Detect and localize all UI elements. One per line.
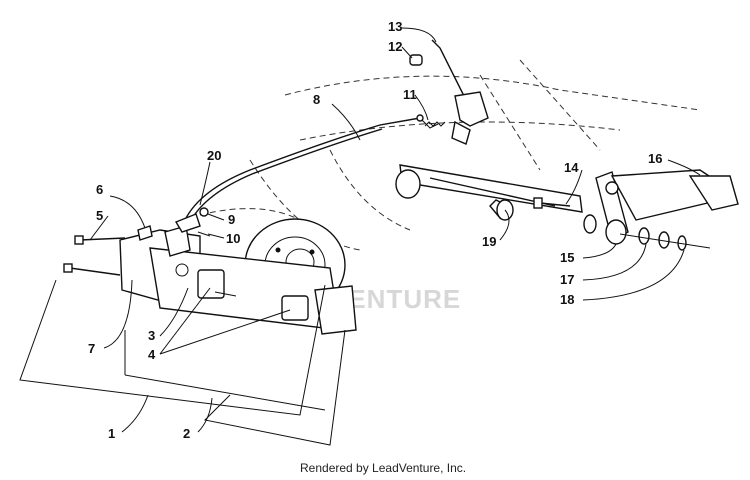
- leader-lines: [19, 27, 701, 446]
- callout-9: 9: [228, 212, 235, 227]
- caliper-bolts: [63, 225, 153, 276]
- callout-20: 20: [207, 148, 221, 163]
- pedal-shaft: [395, 164, 583, 221]
- callout-1: 1: [108, 426, 115, 441]
- callout-7: 7: [88, 341, 95, 356]
- caliper-assembly: [119, 225, 357, 335]
- callout-5: 5: [96, 208, 103, 223]
- callout-17: 17: [560, 272, 574, 287]
- callout-4: 4: [148, 347, 156, 362]
- render-credit: Rendered by LeadVenture, Inc.: [300, 461, 466, 475]
- callout-15: 15: [560, 250, 574, 265]
- callout-18: 18: [560, 292, 574, 307]
- callout-14: 14: [564, 160, 579, 175]
- brake-pedal: [595, 169, 739, 245]
- callout-12: 12: [388, 39, 402, 54]
- callout-13: 13: [388, 19, 402, 34]
- parking-lever: [409, 39, 489, 145]
- washers: [583, 214, 711, 251]
- return-spring: [424, 121, 446, 127]
- pivot-bolt: [533, 197, 571, 209]
- brake-cable: [174, 114, 439, 237]
- callout-19: 19: [482, 234, 496, 249]
- callout-16: 16: [648, 151, 662, 166]
- callout-8: 8: [313, 92, 320, 107]
- callout-10: 10: [226, 231, 240, 246]
- callout-2: 2: [183, 426, 190, 441]
- callout-11: 11: [403, 87, 417, 102]
- callout-6: 6: [96, 182, 103, 197]
- callout-3: 3: [148, 328, 155, 343]
- callout-labels: 6 5 20 9 10 8 11 12 13 14 16 19 15 17 18…: [88, 19, 662, 441]
